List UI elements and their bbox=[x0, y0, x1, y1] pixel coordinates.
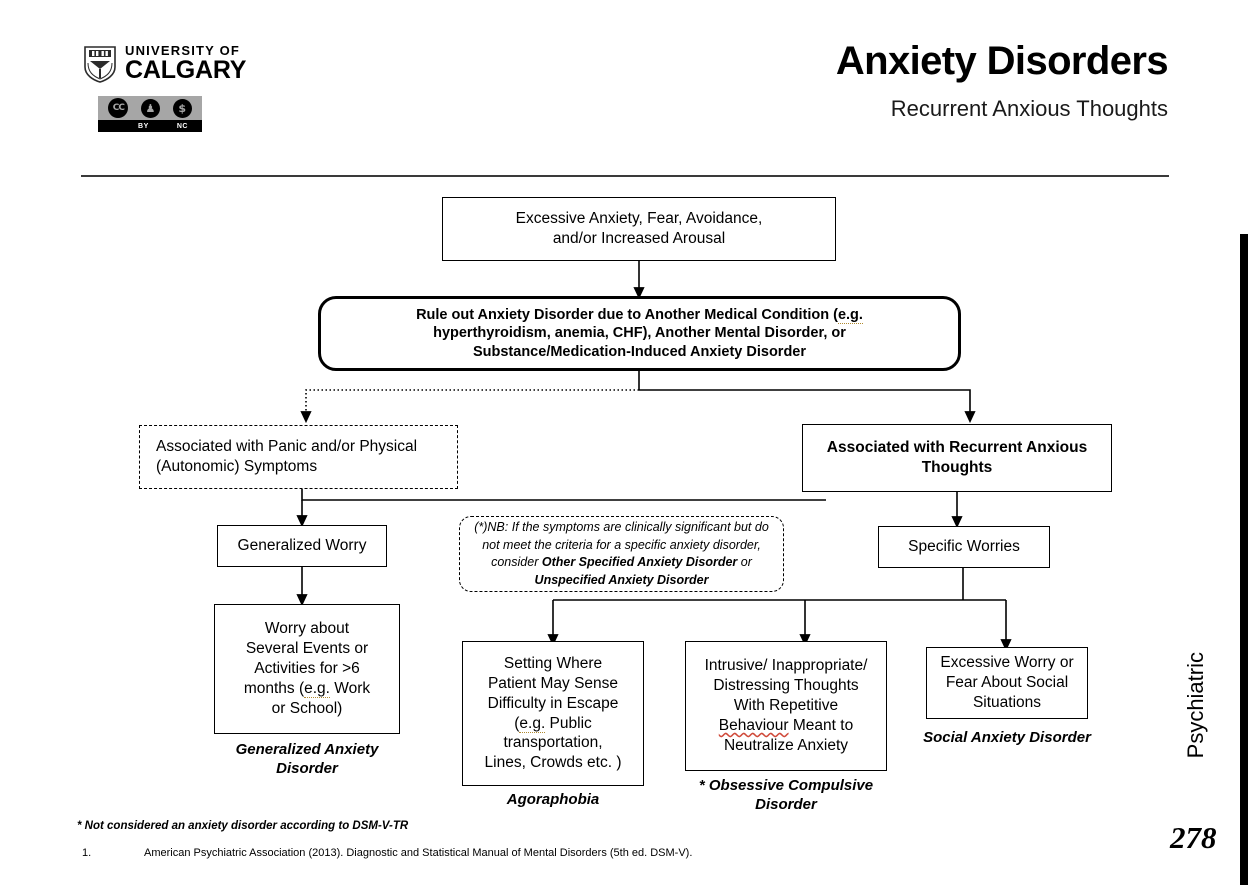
ocd-line-2: Distressing Thoughts bbox=[713, 677, 859, 695]
agoraphobia-line-4c: Public bbox=[545, 714, 592, 732]
license-nc-label: NC bbox=[176, 122, 188, 130]
node-nb-note: (*)NB: If the symptoms are clinically si… bbox=[459, 516, 784, 592]
node-agoraphobia-criteria: Setting Where Patient May Sense Difficul… bbox=[462, 641, 644, 786]
wordmark-line-1: UNIVERSITY OF bbox=[125, 43, 241, 58]
page-title: Anxiety Disorders bbox=[835, 39, 1169, 83]
agoraphobia-line-2: Patient May Sense bbox=[487, 674, 619, 692]
agoraphobia-line-5: transportation, bbox=[503, 734, 603, 752]
gad-line-2: Several Events or bbox=[245, 640, 369, 658]
page-number: 278 bbox=[1170, 820, 1217, 855]
ocd-line-4a: Behaviour bbox=[718, 716, 789, 734]
gad-line-1: Worry about bbox=[264, 620, 350, 638]
agoraphobia-line-1: Setting Where bbox=[503, 655, 603, 673]
nb-note-bold-2: Unspecified Anxiety Disorder bbox=[534, 572, 709, 587]
non-commercial-dollar-icon: $ bbox=[172, 98, 192, 118]
node-rule-out-line-3: Substance/Medication-Induced Anxiety Dis… bbox=[472, 343, 807, 360]
node-branch-recurrent-line-2: Thoughts bbox=[921, 459, 993, 476]
agoraphobia-line-6: Lines, Crowds etc. ) bbox=[484, 754, 622, 772]
gad-eg: e.g. bbox=[304, 679, 330, 698]
attribution-person-icon: ♟ bbox=[140, 98, 160, 118]
node-generalized-worry: Generalized Worry bbox=[217, 525, 387, 567]
license-label-row: BY NC bbox=[98, 120, 202, 132]
university-wordmark: UNIVERSITY OF CALGARY bbox=[125, 44, 246, 83]
caption-agoraphobia: Agoraphobia bbox=[506, 791, 600, 808]
node-specific-worries-label: Specific Worries bbox=[908, 538, 1020, 556]
node-social-anxiety-criteria: Excessive Worry or Fear About Social Sit… bbox=[926, 647, 1088, 719]
gad-line-4a: months ( bbox=[243, 679, 305, 697]
node-specific-worries: Specific Worries bbox=[878, 526, 1050, 568]
node-entry: Excessive Anxiety, Fear, Avoidance, and/… bbox=[442, 197, 836, 261]
right-edge-bar bbox=[1240, 234, 1248, 885]
node-branch-recurrent-line-1: Associated with Recurrent Anxious bbox=[826, 439, 1088, 457]
creative-commons-license-badge: CC ♟ $ BY NC bbox=[98, 96, 202, 132]
ocd-line-3: With Repetitive bbox=[733, 697, 839, 715]
social-line-2: Fear About Social bbox=[945, 674, 1069, 692]
reference-number: 1. bbox=[82, 847, 92, 859]
node-ocd-criteria: Intrusive/ Inappropriate/ Distressing Th… bbox=[685, 641, 887, 771]
header-divider bbox=[81, 175, 1169, 177]
node-branch-recurrent-thoughts: Associated with Recurrent Anxious Though… bbox=[802, 424, 1112, 492]
license-by-label: BY bbox=[138, 122, 149, 130]
caption-social-anxiety: Social Anxiety Disorder bbox=[923, 729, 1091, 746]
ocd-line-5: Neutralize Anxiety bbox=[723, 736, 849, 754]
wordmark-line-2: CALGARY bbox=[125, 56, 247, 84]
ocd-line-1: Intrusive/ Inappropriate/ bbox=[704, 657, 868, 675]
reference-text: American Psychiatric Association (2013).… bbox=[144, 847, 693, 859]
node-rule-out-line-2: hyperthyroidism, anemia, CHF), Another M… bbox=[433, 325, 846, 342]
university-of-calgary-logo: UNIVERSITY OF CALGARY bbox=[83, 44, 246, 83]
ocd-line-4b: Meant to bbox=[788, 716, 854, 734]
caption-ocd: * Obsessive Compulsive Disorder bbox=[698, 777, 874, 813]
node-entry-line-1: Excessive Anxiety, Fear, Avoidance, bbox=[515, 210, 763, 228]
title-block: Anxiety Disorders Recurrent Anxious Thou… bbox=[835, 39, 1169, 122]
node-gad-criteria: Worry about Several Events or Activities… bbox=[214, 604, 400, 734]
gad-line-5: or School) bbox=[271, 699, 343, 717]
node-branch-panic-line-1: Associated with Panic and/or Physical bbox=[156, 438, 418, 456]
page-subtitle: Recurrent Anxious Thoughts bbox=[890, 96, 1168, 121]
nb-note-mid: or bbox=[737, 555, 752, 569]
node-generalized-worry-label: Generalized Worry bbox=[237, 537, 367, 555]
agoraphobia-line-4a: ( bbox=[514, 714, 520, 732]
nb-note-bold-1: Other Specified Anxiety Disorder bbox=[541, 555, 738, 569]
node-branch-panic: Associated with Panic and/or Physical (A… bbox=[139, 425, 458, 489]
node-rule-out: Rule out Anxiety Disorder due to Another… bbox=[318, 296, 961, 371]
node-rule-out-eg-1: e.g. bbox=[837, 306, 863, 324]
license-icon-row: CC ♟ $ bbox=[98, 96, 202, 120]
node-branch-panic-line-2: (Autonomic) Symptoms bbox=[156, 458, 318, 475]
nb-note-text: (*)NB: If the symptoms are clinically si… bbox=[474, 520, 769, 569]
node-entry-line-2: and/or Increased Arousal bbox=[552, 230, 726, 247]
university-shield-icon bbox=[83, 45, 117, 83]
gad-line-4c: Work bbox=[329, 679, 371, 697]
agoraphobia-line-3: Difficulty in Escape bbox=[487, 694, 619, 712]
creative-commons-icon: CC bbox=[108, 98, 129, 118]
node-rule-out-line-1a: Rule out Anxiety Disorder due to Another… bbox=[416, 306, 838, 323]
caption-gad: Generalized Anxiety Disorder bbox=[235, 741, 379, 777]
agoraphobia-eg: e.g. bbox=[519, 714, 546, 733]
reference-row: 1. American Psychiatric Association (201… bbox=[82, 847, 692, 859]
social-line-3: Situations bbox=[972, 693, 1042, 711]
social-line-1: Excessive Worry or bbox=[940, 654, 1074, 672]
footnote-star-note: * Not considered an anxiety disorder acc… bbox=[77, 820, 409, 832]
gad-line-3: Activities for >6 bbox=[254, 660, 360, 678]
